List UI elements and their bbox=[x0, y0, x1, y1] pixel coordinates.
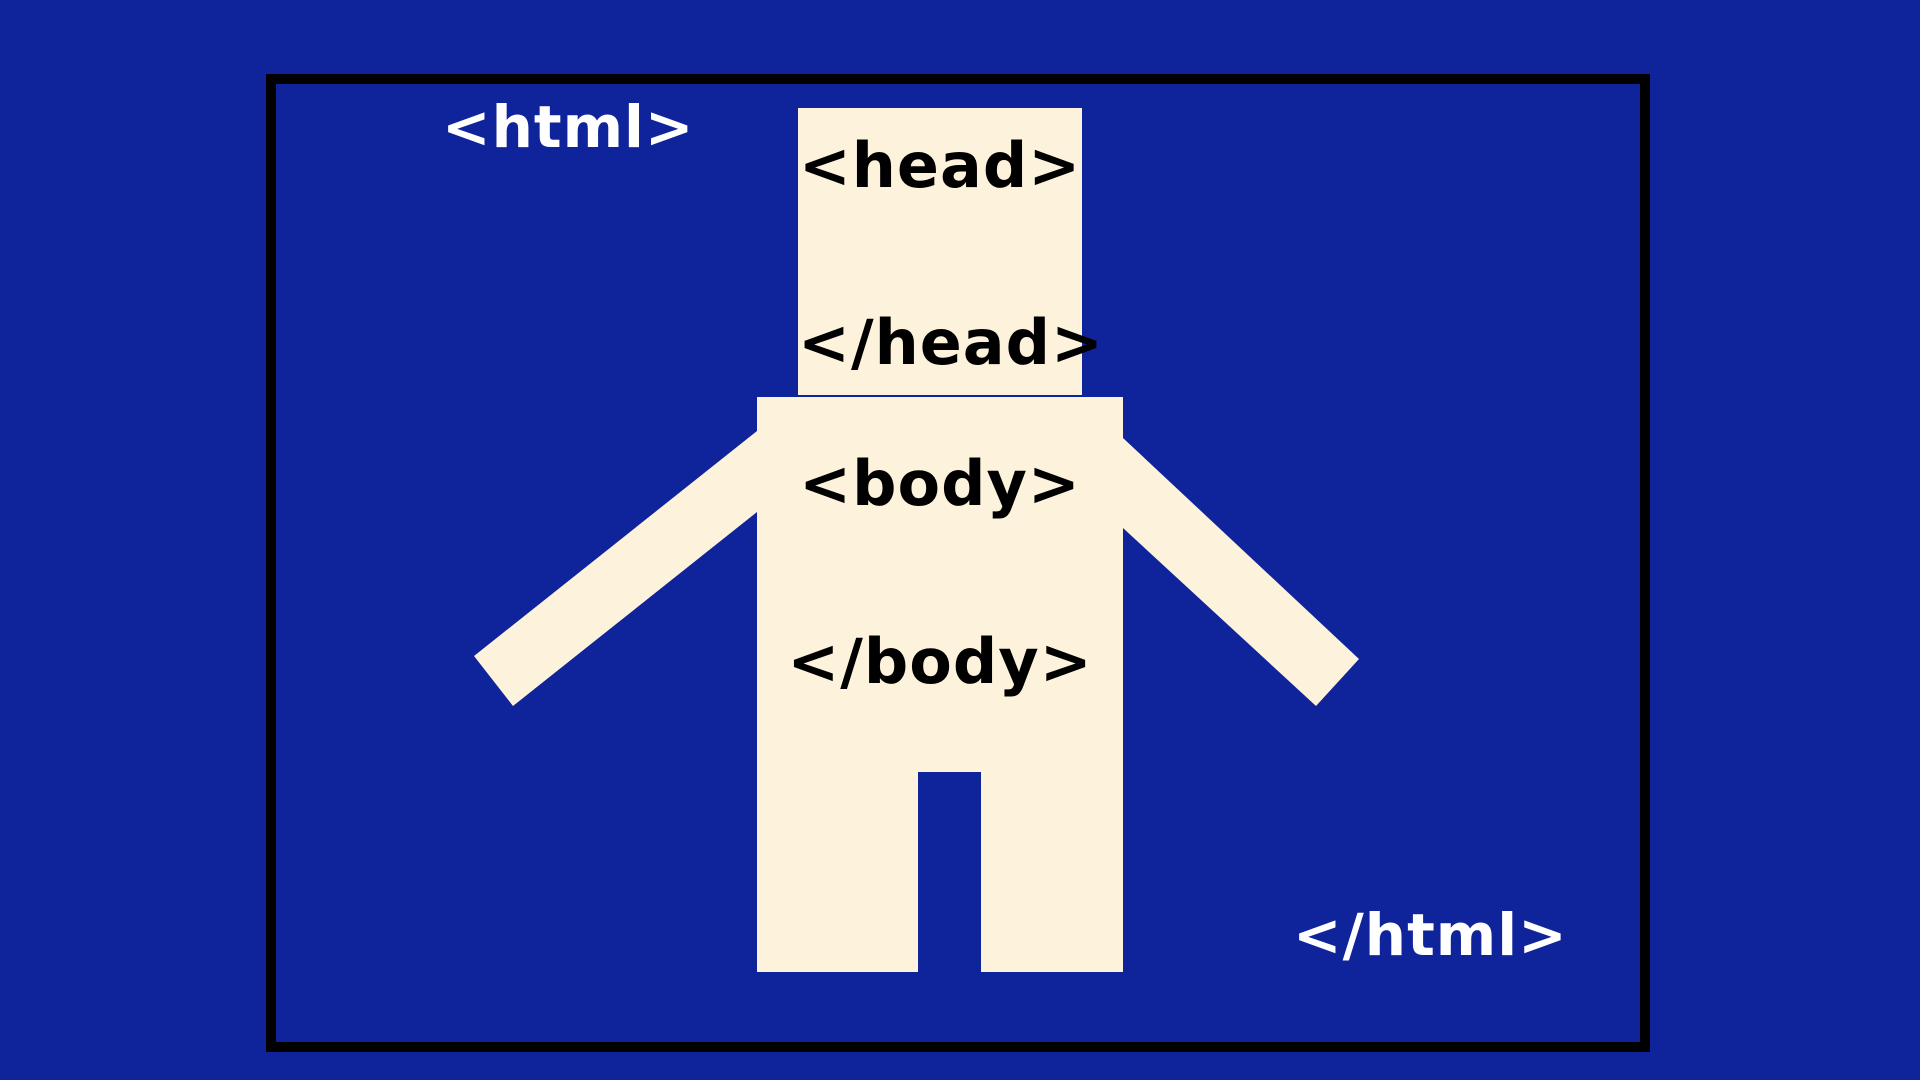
head-block bbox=[798, 108, 1082, 395]
body-close-tag: </body> bbox=[787, 625, 1093, 698]
html-open-tag: <html> bbox=[442, 93, 695, 161]
right-arm bbox=[1123, 438, 1359, 706]
left-leg bbox=[757, 770, 918, 972]
right-leg bbox=[981, 770, 1123, 972]
body-open-tag: <body> bbox=[799, 447, 1081, 520]
html-close-tag: </html> bbox=[1293, 901, 1568, 969]
left-arm bbox=[474, 431, 757, 706]
head-open-tag: <head> bbox=[798, 129, 1082, 202]
head-close-tag: </head> bbox=[798, 306, 1104, 379]
body-torso bbox=[757, 397, 1123, 772]
html-frame bbox=[266, 74, 1650, 1052]
